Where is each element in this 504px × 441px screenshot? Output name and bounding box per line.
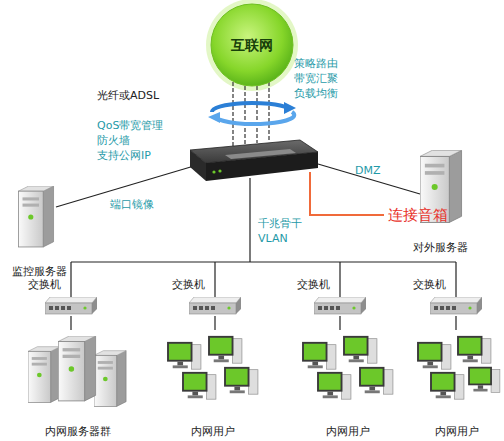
feature-label: 策略路由 带宽汇聚 负载均衡 bbox=[294, 56, 364, 101]
balance-ring-arrow bbox=[216, 112, 294, 124]
uplink-line bbox=[268, 82, 269, 142]
uplink-line bbox=[232, 82, 233, 146]
user-group: 内网用户 bbox=[160, 330, 265, 438]
backbone-line bbox=[249, 178, 250, 262]
switch-icon bbox=[314, 297, 366, 314]
link-type-label: 光纤或ADSL bbox=[97, 88, 187, 103]
switch-icon bbox=[45, 297, 97, 314]
router-front bbox=[206, 152, 318, 181]
cluster-server-icon bbox=[28, 347, 60, 403]
switch-icon bbox=[189, 297, 241, 314]
switch-node: 交换机 bbox=[413, 278, 499, 316]
pc-icon bbox=[343, 336, 377, 363]
backbone-bus bbox=[71, 261, 456, 262]
pc-icon bbox=[417, 342, 451, 369]
dmz-link bbox=[318, 164, 420, 194]
user-group: 内网用户 bbox=[410, 330, 504, 438]
router-light bbox=[218, 169, 221, 172]
node-label: 交换机 bbox=[28, 278, 61, 291]
cluster-server-icon bbox=[94, 351, 126, 407]
monitor-server: 监控服务器 bbox=[8, 182, 70, 278]
pc-icon bbox=[302, 342, 336, 369]
internet-globe bbox=[211, 4, 293, 86]
zone-label: DMZ bbox=[355, 163, 405, 178]
node-label: 交换机 bbox=[172, 278, 205, 291]
switch-icon bbox=[430, 297, 482, 314]
node-label: 互联网 bbox=[210, 3, 294, 87]
pc-icon bbox=[208, 336, 242, 363]
feature-label: QoS带宽管理 防火墙 支持公网IP bbox=[97, 118, 187, 163]
bus-drop bbox=[455, 262, 456, 298]
public-server: 对外服务器 bbox=[400, 148, 480, 254]
ring-arrowhead bbox=[284, 102, 296, 114]
node-label: 交换机 bbox=[297, 278, 330, 291]
speaker-link bbox=[310, 172, 384, 215]
connector-line bbox=[70, 316, 71, 330]
switch-node: 交换机 bbox=[297, 278, 383, 316]
node-label: 内网服务器群 bbox=[22, 425, 134, 438]
user-group: 内网用户 bbox=[295, 330, 400, 438]
switch-node: 交换机 bbox=[28, 278, 114, 316]
node-label: 交换机 bbox=[413, 278, 446, 291]
server-cluster: 内网服务器群 bbox=[22, 330, 134, 438]
internet-cloud: 互联网 bbox=[210, 3, 294, 87]
connector-line bbox=[339, 316, 340, 330]
link-label: 端口镜像 bbox=[110, 197, 180, 212]
node-label: 对外服务器 bbox=[400, 241, 480, 254]
pc-icon bbox=[224, 367, 258, 394]
cluster-server-icon bbox=[58, 336, 95, 401]
node-label: 内网用户 bbox=[295, 425, 400, 438]
pc-icon bbox=[359, 367, 393, 394]
pc-icon bbox=[317, 372, 351, 399]
internet-halo bbox=[206, 0, 298, 91]
bus-drop bbox=[214, 262, 215, 298]
switch-node: 交换机 bbox=[172, 278, 258, 316]
router-light bbox=[212, 170, 215, 173]
node-label: 监控服务器 bbox=[8, 265, 70, 278]
uplink-line bbox=[256, 86, 257, 143]
backbone-label: 千兆骨干 VLAN bbox=[258, 216, 308, 246]
connector-line bbox=[214, 316, 215, 330]
router-side bbox=[190, 150, 206, 181]
pc-icon bbox=[430, 372, 464, 399]
connector-line bbox=[455, 316, 456, 330]
pc-icon bbox=[457, 336, 491, 363]
pc-icon bbox=[182, 372, 216, 399]
speaker-label: 连接音箱 bbox=[388, 206, 488, 225]
pc-icon bbox=[167, 342, 201, 369]
pc-icon bbox=[468, 367, 500, 393]
balance-ring-arrow bbox=[212, 103, 288, 112]
bus-drop bbox=[70, 262, 71, 298]
bus-drop bbox=[339, 262, 340, 298]
uplink-line bbox=[244, 86, 245, 144]
ring-arrowhead bbox=[208, 112, 220, 123]
node-label: 内网用户 bbox=[410, 425, 504, 438]
monitor-server-icon bbox=[18, 186, 53, 247]
node-label: 内网用户 bbox=[160, 425, 265, 438]
router-ports bbox=[225, 149, 296, 159]
